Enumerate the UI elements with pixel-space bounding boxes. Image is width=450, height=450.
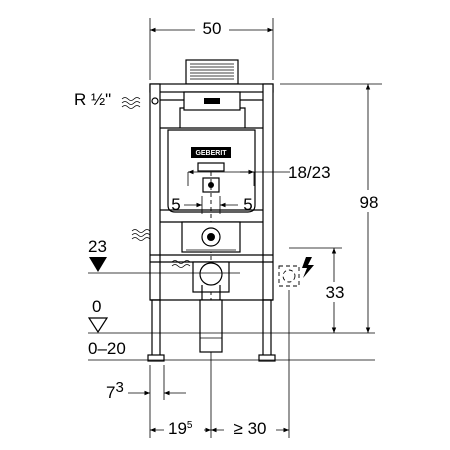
dimension-bottom: 73 195 ≥ 30 <box>106 290 290 438</box>
water-wave-icon <box>131 229 151 241</box>
dimension-offsets: 5 5 <box>171 195 253 214</box>
floor-range-value: 0–20 <box>88 339 126 358</box>
bottom-left-value: 195 <box>168 419 193 438</box>
offset-left-value: 5 <box>171 195 180 214</box>
dimension-pipe-range: 18/23 <box>187 163 331 186</box>
pipe-range-value: 18/23 <box>288 163 331 182</box>
dimension-width-top: 50 <box>149 17 274 80</box>
dimension-total-height: 98 <box>280 83 382 333</box>
floor-zero-value: 0 <box>92 297 101 316</box>
socket-height-value: 33 <box>326 283 345 302</box>
level-triangle-icon <box>87 317 109 334</box>
lightning-icon <box>302 257 314 278</box>
cistern: GEBERIT <box>167 91 256 300</box>
frame-outline <box>147 83 276 362</box>
foot-base-value: 73 <box>106 379 124 402</box>
outlet-height-value: 23 <box>88 237 107 256</box>
water-wave-icon <box>171 260 191 268</box>
floor-level: 0 0–20 <box>87 297 375 361</box>
drain-fittings <box>181 221 241 353</box>
brand-label: GEBERIT <box>195 150 227 157</box>
power-socket: 33 <box>278 247 350 333</box>
dimension-outlet-height: 23 <box>88 237 240 274</box>
total-height-value: 98 <box>360 193 379 212</box>
offset-right-value: 5 <box>243 195 252 214</box>
water-wave-icon <box>121 97 141 109</box>
water-inlet-label: R ½" <box>74 90 111 109</box>
water-inlet: R ½" <box>74 90 159 109</box>
level-triangle-icon <box>89 257 107 272</box>
width-value: 50 <box>203 19 222 38</box>
bottom-right-value: ≥ 30 <box>234 419 267 438</box>
flush-plate <box>185 59 239 85</box>
